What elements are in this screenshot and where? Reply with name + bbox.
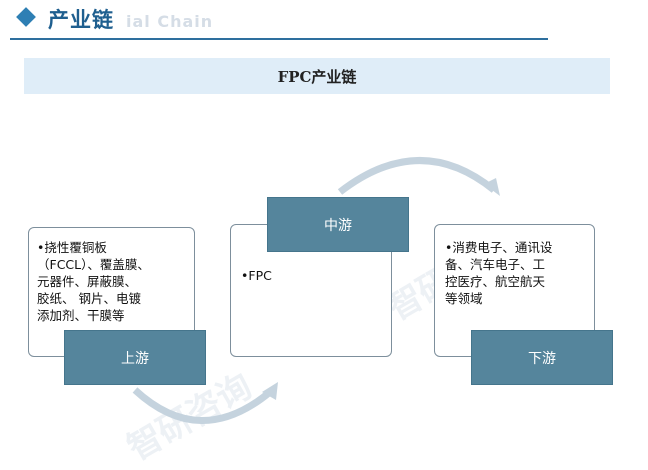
flow-arrows: [132, 157, 500, 424]
arrow-mid-to-down: [337, 157, 497, 195]
midstream-label: 中游: [267, 197, 409, 252]
midstream-item: •FPC: [241, 268, 272, 283]
header-divider: [10, 38, 548, 40]
upstream-item: （FCCL）、覆盖膜、: [37, 257, 150, 272]
header-watermark: ial Chain: [126, 12, 214, 31]
arrow-head-icon: [484, 178, 500, 196]
arrow-up-to-mid: [132, 387, 273, 424]
downstream-item: 控医疗、航空航天: [445, 274, 546, 289]
downstream-item: 等领域: [445, 291, 483, 306]
upstream-item: 胶纸、 钢片、电镀: [37, 291, 141, 306]
upstream-item: 添加剂、干膜等: [37, 308, 125, 323]
arrow-head-icon: [262, 382, 278, 400]
upstream-item: 元器件、屏蔽膜、: [37, 274, 138, 289]
downstream-item: 备、汽车电子、工: [445, 257, 546, 272]
downstream-label: 下游: [471, 330, 613, 385]
upstream-label: 上游: [64, 330, 206, 385]
upstream-item: •挠性覆铜板: [37, 240, 107, 255]
downstream-item: •消费电子、通讯设: [445, 240, 553, 255]
downstream-text: •消费电子、通讯设 备、汽车电子、工 控医疗、航空航天 等领域: [445, 239, 590, 307]
upstream-text: •挠性覆铜板 （FCCL）、覆盖膜、 元器件、屏蔽膜、 胶纸、 钢片、电镀 添加…: [37, 239, 192, 324]
midstream-text: •FPC: [241, 267, 381, 284]
page-header: 产业链 ial Chain: [0, 0, 648, 40]
diagram-title: FPC产业链: [277, 67, 357, 86]
upstream-card: •挠性覆铜板 （FCCL）、覆盖膜、 元器件、屏蔽膜、 胶纸、 钢片、电镀 添加…: [28, 227, 195, 357]
page-title: 产业链: [48, 8, 114, 32]
diagram-title-band: FPC产业链: [24, 58, 610, 94]
